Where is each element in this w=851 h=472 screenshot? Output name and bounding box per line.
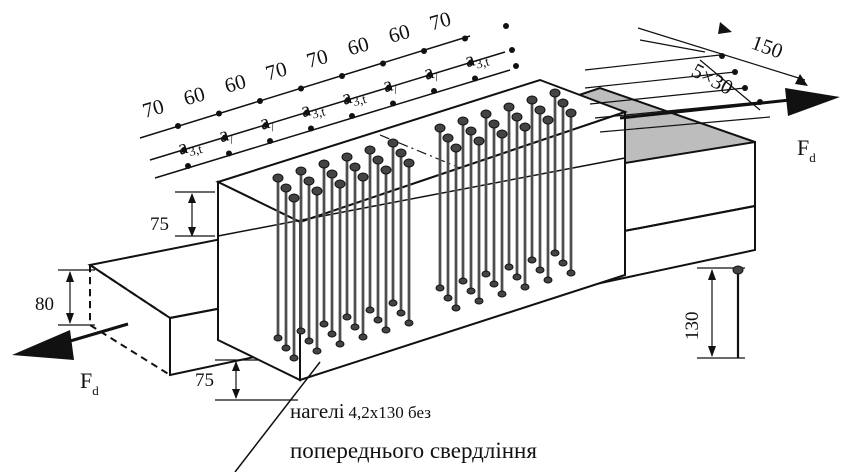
nail xyxy=(303,176,315,345)
dim-spacing-label: a3,t xyxy=(462,43,491,74)
nail xyxy=(295,166,307,335)
dim-outer-label: 70 xyxy=(140,94,167,123)
nail xyxy=(326,169,338,338)
nail xyxy=(565,108,577,277)
dim-spacing-label: a3,t xyxy=(175,130,204,161)
nail xyxy=(557,98,569,267)
svg-text:75: 75 xyxy=(150,214,169,235)
dim-outer-label: 60 xyxy=(181,81,208,110)
nail xyxy=(380,165,392,334)
nail xyxy=(519,122,531,291)
dim-side-plate-bottom: 75 xyxy=(195,359,298,401)
nail xyxy=(542,115,554,284)
nail xyxy=(288,193,300,362)
end-width-label: 150 xyxy=(748,30,786,63)
nail xyxy=(480,109,492,278)
nail xyxy=(450,143,462,312)
nail xyxy=(511,112,523,281)
nail xyxy=(341,152,353,321)
nail xyxy=(318,159,330,328)
nail xyxy=(457,116,469,285)
nail xyxy=(272,173,284,342)
nail xyxy=(372,155,384,324)
note-line2: попереднього свердління xyxy=(290,438,537,463)
end-dimensions: 150 5×30 xyxy=(584,22,808,133)
nail xyxy=(334,179,346,348)
force-arrow-left xyxy=(12,322,129,360)
force-right-label: Fd xyxy=(797,135,816,165)
svg-text:75: 75 xyxy=(195,370,214,391)
svg-text:130: 130 xyxy=(682,312,703,341)
nail xyxy=(503,102,515,271)
dim-member-height: 80 xyxy=(35,269,95,326)
nail xyxy=(311,186,323,355)
nail xyxy=(442,133,454,302)
dim-outer-label: 70 xyxy=(263,56,290,85)
nail xyxy=(280,183,292,352)
force-arrow-right xyxy=(619,88,840,120)
nail xyxy=(465,126,477,295)
nail-group xyxy=(272,88,577,362)
nail xyxy=(496,129,508,298)
dim-outer-label: 60 xyxy=(386,19,413,48)
svg-text:80: 80 xyxy=(35,294,54,315)
nail xyxy=(526,95,538,264)
nail xyxy=(488,119,500,288)
nail xyxy=(403,158,415,327)
force-left-label: Fd xyxy=(80,368,99,398)
nail xyxy=(473,136,485,305)
dim-side-plate-top: 75 xyxy=(150,191,215,237)
nail xyxy=(349,162,361,331)
nail xyxy=(357,172,369,341)
dim-outer-label: 60 xyxy=(222,69,249,98)
nail xyxy=(434,123,446,292)
nail xyxy=(549,88,561,257)
dim-spacing-label: a3,t xyxy=(339,80,368,111)
dim-outer-label: 70 xyxy=(427,6,454,35)
nail xyxy=(395,148,407,317)
dim-outer-label: 60 xyxy=(345,31,372,60)
nail xyxy=(534,105,546,274)
nail-detail: 130 xyxy=(682,265,745,359)
dim-spacing-label: a3,t xyxy=(298,93,327,124)
dim-outer-label: 70 xyxy=(304,44,331,73)
nail xyxy=(364,145,376,314)
nail xyxy=(387,138,399,307)
